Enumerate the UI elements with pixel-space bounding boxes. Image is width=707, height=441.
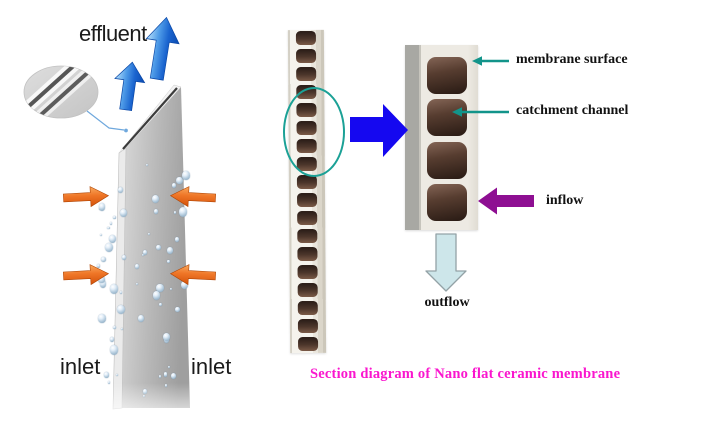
section-hole	[427, 99, 467, 137]
membrane-strip-photo	[287, 29, 327, 354]
strip-hole	[296, 48, 317, 64]
water-droplet	[108, 381, 111, 384]
water-droplet	[159, 302, 162, 306]
outflow-label: outflow	[424, 295, 470, 310]
water-droplet	[156, 244, 162, 251]
water-droplet	[110, 222, 113, 225]
section-hole	[427, 141, 467, 179]
inflow-arrow	[478, 187, 534, 215]
water-droplet	[116, 305, 125, 315]
water-droplet	[178, 206, 188, 217]
water-droplet	[169, 287, 172, 290]
zoom-connector-dot	[124, 128, 128, 133]
water-droplet	[181, 281, 189, 290]
water-droplet	[166, 247, 173, 254]
bottom-fade	[96, 383, 204, 441]
water-droplet	[146, 163, 149, 166]
water-droplet	[118, 187, 124, 194]
water-droplet	[107, 226, 110, 230]
water-droplet	[152, 291, 161, 300]
strip-hole	[297, 300, 318, 316]
water-droplet	[108, 234, 116, 243]
water-droplet	[167, 260, 170, 263]
inlet-label-left: inlet	[60, 354, 101, 379]
water-droplet	[175, 237, 180, 242]
water-droplet	[104, 243, 113, 253]
water-droplet	[98, 313, 106, 323]
water-droplet	[173, 210, 177, 214]
effluent-label: effluent	[79, 21, 147, 46]
water-droplet	[162, 333, 170, 342]
water-droplet	[135, 264, 140, 270]
strip-hole	[297, 246, 318, 262]
catchment-channel-label: catchment channel	[516, 103, 629, 118]
water-droplet	[120, 327, 123, 331]
water-droplet	[147, 232, 150, 236]
water-droplet	[96, 264, 101, 269]
strip-hole	[297, 264, 318, 280]
strip-hole	[297, 282, 318, 298]
water-droplet	[163, 372, 168, 377]
water-droplet	[109, 345, 119, 355]
water-droplet	[104, 372, 110, 378]
effluent-up-arrow-small-icon	[114, 61, 146, 111]
strip-hole	[297, 318, 318, 334]
inlet-arrow-right-bottom	[169, 264, 217, 286]
inlet-arrow-right-top	[169, 186, 217, 208]
water-droplet	[171, 372, 177, 379]
water-droplet	[113, 325, 117, 330]
strip-hole	[298, 336, 319, 352]
inlet-label-right: inlet	[191, 354, 232, 379]
strip-hole	[296, 66, 317, 82]
water-droplet	[137, 315, 144, 322]
water-droplet	[100, 233, 103, 237]
water-droplet	[119, 291, 123, 295]
water-droplet	[119, 209, 127, 218]
water-droplet	[158, 374, 162, 378]
water-droplet	[167, 365, 171, 369]
water-droplet	[101, 256, 106, 262]
water-droplet	[98, 203, 106, 211]
strip-hole	[297, 210, 318, 226]
water-droplet	[136, 283, 139, 286]
water-droplet	[109, 284, 119, 295]
water-droplet	[121, 254, 126, 260]
strip-hole	[295, 30, 316, 46]
zoom-arrow	[350, 104, 408, 157]
water-droplet	[98, 275, 105, 284]
strip-hole	[296, 174, 317, 190]
section-hole	[427, 184, 467, 222]
water-droplet	[171, 183, 176, 188]
cross-section-photo	[405, 45, 478, 230]
water-droplet	[142, 250, 147, 256]
edge-zoom-magnifier	[23, 65, 128, 133]
water-droplet	[109, 337, 114, 343]
strip-hole	[297, 228, 318, 244]
membrane-surface-label: membrane surface	[516, 52, 628, 67]
strip-hole	[297, 192, 318, 208]
water-droplet	[151, 195, 160, 204]
membrane-panel	[112, 84, 190, 410]
water-droplet	[182, 171, 190, 180]
water-droplet	[182, 274, 185, 277]
panel-top-slot	[122, 87, 178, 150]
inflow-label: inflow	[546, 193, 584, 208]
section-hole	[427, 57, 467, 94]
zoom-connector-line	[86, 110, 125, 131]
outflow-arrow	[425, 233, 467, 292]
water-droplet	[113, 215, 116, 219]
water-droplet	[174, 306, 180, 312]
water-droplet	[116, 373, 119, 377]
water-droplet	[154, 209, 159, 214]
highlight-ellipse	[283, 87, 345, 177]
figure-caption: Section diagram of Nano flat ceramic mem…	[310, 366, 621, 382]
